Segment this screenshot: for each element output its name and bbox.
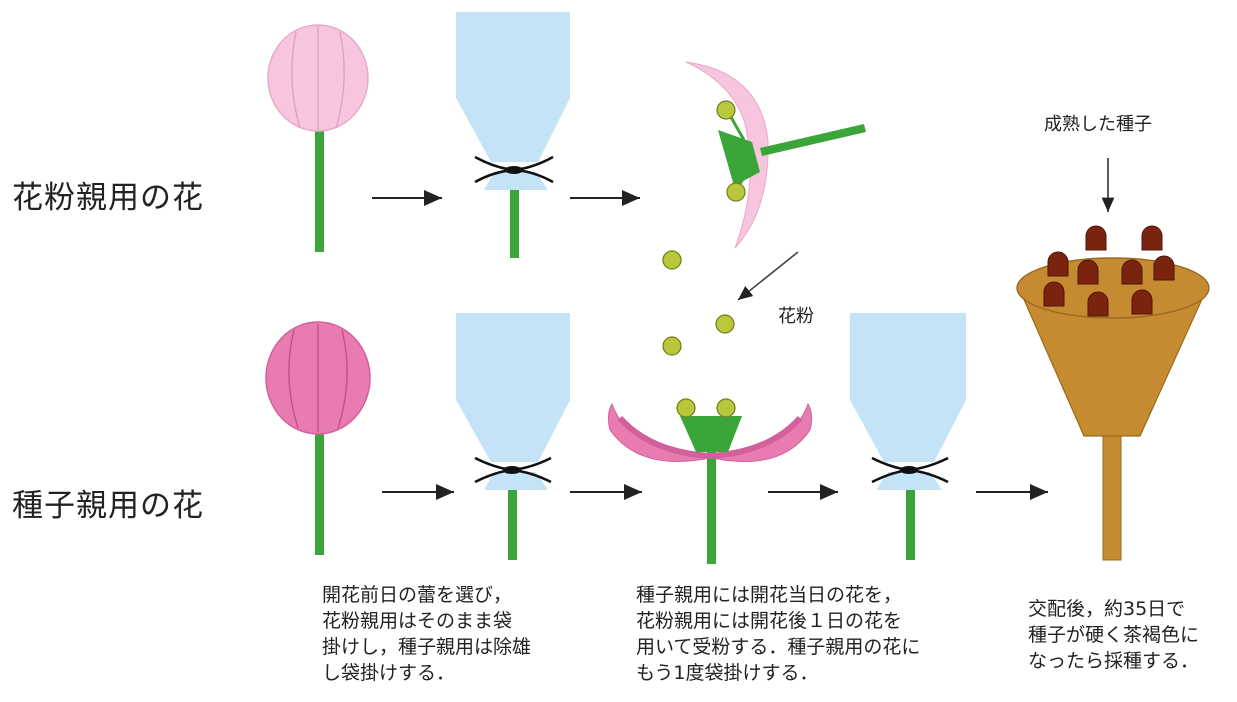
caption-step-3-line: 種子が硬く茶褐色に	[1028, 622, 1199, 648]
pollen-parent-bagged	[456, 12, 570, 258]
caption-step-2-line: 種子親用には開花当日の花を，	[636, 582, 920, 608]
caption-step-3: 交配後，約35日で 種子が硬く茶褐色に なったら採種する．	[1028, 596, 1199, 674]
row-label-pollen-parent: 花粉親用の花	[12, 172, 204, 217]
caption-step-1-line: 花粉親用はそのまま袋	[322, 608, 531, 634]
pollen-parent-bud	[268, 25, 368, 252]
caption-step-3-line: 交配後，約35日で	[1028, 596, 1199, 622]
caption-step-1: 開花前日の蕾を選び， 花粉親用はそのまま袋 掛けし，種子親用は除雄 し袋掛けする…	[322, 582, 531, 686]
seed-parent-bagged	[456, 313, 570, 560]
caption-step-2: 種子親用には開花当日の花を， 花粉親用には開花後１日の花を 用いて受粉する．種子…	[636, 582, 920, 686]
arrow-pollen	[738, 252, 798, 300]
caption-step-1-line: し袋掛けする．	[322, 660, 531, 686]
label-pollen: 花粉	[778, 302, 814, 328]
caption-step-2-line: 花粉親用には開花後１日の花を	[636, 608, 920, 634]
caption-step-1-line: 掛けし，種子親用は除雄	[322, 634, 531, 660]
caption-step-1-line: 開花前日の蕾を選び，	[322, 582, 531, 608]
caption-step-2-line: もう1度袋掛けする．	[636, 660, 920, 686]
seed-pod	[1017, 226, 1209, 560]
pollen-parent-open-flower	[686, 62, 866, 248]
seed-parent-open-flower	[608, 399, 811, 564]
label-mature-seeds: 成熟した種子	[1044, 110, 1152, 136]
row-label-seed-parent: 種子親用の花	[12, 480, 204, 525]
falling-pollen	[663, 251, 734, 355]
seed-parent-rebagged	[850, 313, 966, 560]
seed-parent-bud	[266, 322, 370, 555]
caption-step-2-line: 用いて受粉する．種子親用の花に	[636, 634, 920, 660]
caption-step-3-line: なったら採種する．	[1028, 648, 1199, 674]
